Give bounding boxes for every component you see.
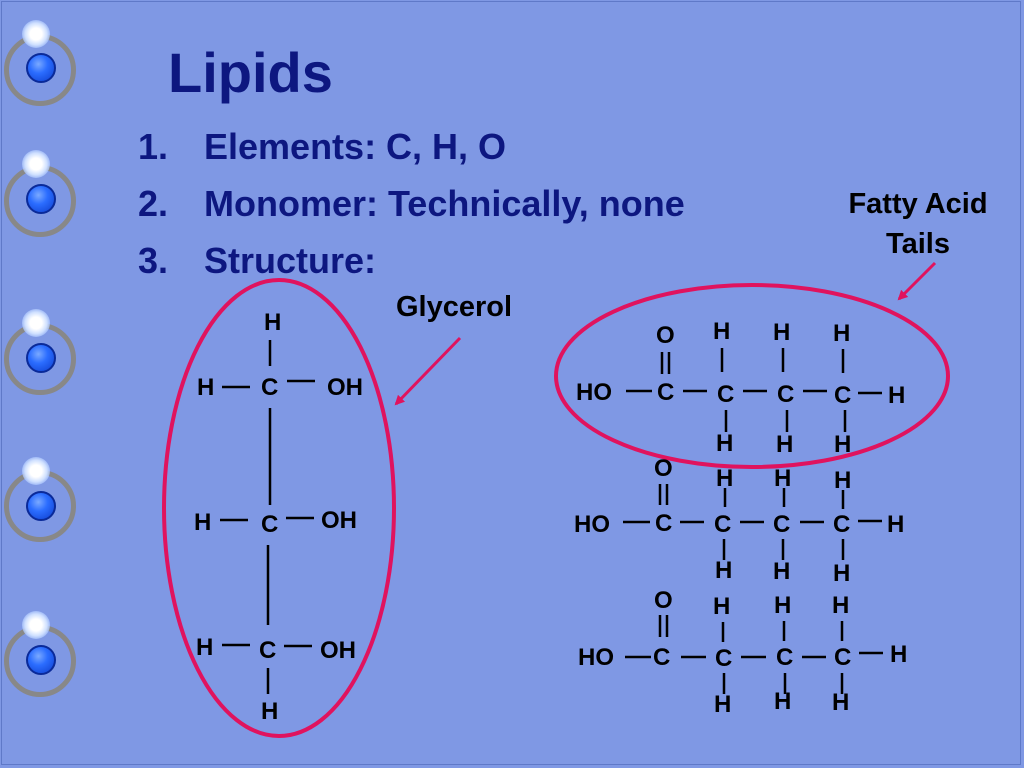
svg-text:H: H xyxy=(774,592,791,619)
svg-text:C: C xyxy=(833,511,850,538)
bullet-list: 1.Elements: C, H, O 2.Monomer: Technical… xyxy=(138,124,685,295)
svg-text:C: C xyxy=(773,511,790,538)
svg-text:H: H xyxy=(890,641,907,668)
svg-text:O: O xyxy=(654,587,673,614)
svg-text:H: H xyxy=(716,430,733,457)
svg-text:C: C xyxy=(834,382,851,409)
glycerol-arrow xyxy=(394,336,462,406)
list-item: 3.Structure: xyxy=(138,240,377,281)
svg-text:HO: HO xyxy=(574,511,610,538)
glycerol-structure: H H C OH H C OH H C OH H xyxy=(194,309,363,725)
svg-text:H: H xyxy=(196,634,213,661)
svg-text:C: C xyxy=(261,511,278,538)
svg-text:H: H xyxy=(833,560,850,587)
svg-text:OH: OH xyxy=(321,507,357,534)
svg-text:H: H xyxy=(887,511,904,538)
svg-text:H: H xyxy=(834,431,851,458)
svg-text:H: H xyxy=(714,691,731,718)
svg-text:C: C xyxy=(715,645,732,672)
svg-text:H: H xyxy=(715,557,732,584)
svg-text:H: H xyxy=(197,374,214,401)
svg-text:OH: OH xyxy=(320,637,356,664)
svg-text:H: H xyxy=(264,309,281,336)
slide-title: Lipids xyxy=(168,41,333,104)
svg-text:C: C xyxy=(259,637,276,664)
fatty-acid-highlight-ellipse xyxy=(554,283,950,469)
svg-text:O: O xyxy=(656,322,675,349)
svg-text:H: H xyxy=(261,698,278,725)
svg-text:H: H xyxy=(194,509,211,536)
svg-text:H: H xyxy=(832,592,849,619)
svg-text:C: C xyxy=(717,381,734,408)
svg-text:HO: HO xyxy=(578,644,614,671)
fatty-acid-chain-1: O H H H HO C C C C H H H H xyxy=(576,318,905,458)
svg-text:C: C xyxy=(261,374,278,401)
svg-text:H: H xyxy=(713,318,730,345)
svg-text:H: H xyxy=(773,319,790,346)
glycerol-highlight-ellipse xyxy=(162,278,396,738)
svg-text:H: H xyxy=(888,382,905,409)
svg-text:C: C xyxy=(834,644,851,671)
svg-text:H: H xyxy=(774,688,791,715)
svg-text:H: H xyxy=(774,465,791,492)
svg-text:H: H xyxy=(834,467,851,494)
svg-text:C: C xyxy=(776,644,793,671)
svg-text:H: H xyxy=(773,558,790,585)
svg-text:H: H xyxy=(832,689,849,716)
svg-text:H: H xyxy=(716,465,733,492)
svg-text:C: C xyxy=(653,644,670,671)
fatty-acid-chain-2: O H H H HO C C C C H H H H xyxy=(574,455,904,587)
fatty-acid-chain-3: O H H H HO C C C C H H H H xyxy=(578,587,907,718)
svg-text:H: H xyxy=(713,593,730,620)
svg-text:C: C xyxy=(657,379,674,406)
glycerol-label: Glycerol xyxy=(396,291,513,323)
svg-text:C: C xyxy=(655,510,672,537)
svg-text:C: C xyxy=(714,511,731,538)
svg-text:HO: HO xyxy=(576,379,612,406)
svg-text:C: C xyxy=(777,381,794,408)
list-item: 2.Monomer: Technically, none xyxy=(138,183,685,224)
svg-text:O: O xyxy=(654,455,673,482)
list-item: 1.Elements: C, H, O xyxy=(138,126,507,167)
svg-text:H: H xyxy=(776,431,793,458)
svg-text:H: H xyxy=(833,320,850,347)
svg-text:OH: OH xyxy=(327,374,363,401)
fatty-acid-arrow xyxy=(897,261,937,301)
fatty-acid-label: Fatty Acid Tails xyxy=(848,188,988,260)
